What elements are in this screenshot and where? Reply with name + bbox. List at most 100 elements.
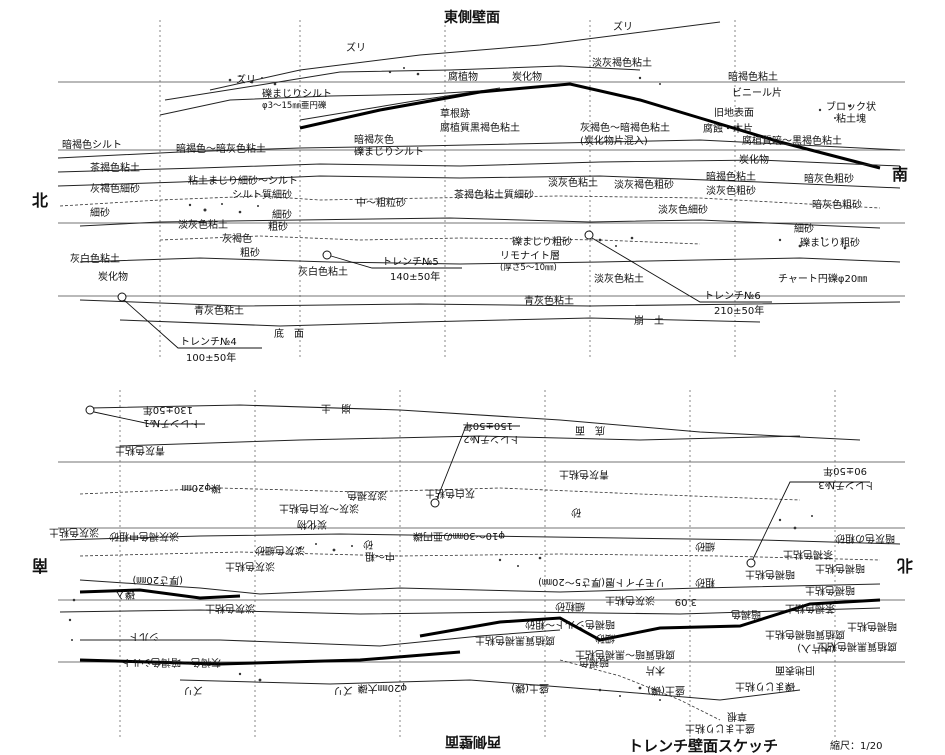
layer-label: 腐植質黒褐色粘土 <box>440 121 520 134</box>
layer-label: 青灰色粘土 <box>559 468 609 481</box>
layer-label: 草根跡 <box>440 107 470 120</box>
trench-marker-5: トレンチ№5 140±50年 <box>322 250 462 283</box>
layer-label: 灰褐色細砂 <box>90 182 140 195</box>
side-label-north-upper: 北 <box>32 191 48 210</box>
lower-boundaries <box>59 404 901 721</box>
wall-title-west: 西側壁面 <box>445 733 501 750</box>
layer-label: ズリ <box>613 20 633 33</box>
trench-date: 90±50年 <box>823 465 867 478</box>
layer-label: 粗砂 <box>268 220 288 233</box>
layer-label: 砂 <box>363 538 373 551</box>
layer-label: シルト質細砂 <box>232 188 292 201</box>
layer-label: 暗褐色粘土 <box>728 70 778 83</box>
layer-label: 礫まじり粗砂 <box>800 236 860 249</box>
layer-label: 淡灰色粘土 <box>548 176 598 189</box>
trench-marker-1 <box>85 405 205 425</box>
layer-label: (炭化物片混入) <box>580 134 648 147</box>
layer-label: 盛土(礫) <box>647 684 685 697</box>
upper-grid <box>58 20 905 360</box>
layer-label: 粘土塊 <box>836 112 866 125</box>
layer-label: 青灰色粘土 <box>115 444 165 457</box>
layer-label: 茶褐色粘土 <box>783 548 833 561</box>
layer-label: 腐植質黒褐色粘土 <box>817 640 897 653</box>
lower-mirrored-annotations: 西側壁面 北 南 崩 土 底 面 青灰色粘土 青灰色粘土 灰白色粘土 礫φ20㎜… <box>32 402 913 750</box>
lower-panel: 西側壁面 北 南 崩 土 底 面 青灰色粘土 青灰色粘土 灰白色粘土 礫φ20㎜… <box>32 390 913 750</box>
layer-label: 3.09 <box>675 596 697 607</box>
layer-label: (厚さ5～10㎜) <box>500 263 557 273</box>
caption-title: トレンチ壁面スケッチ <box>628 737 778 755</box>
layer-label: 旧地表面 <box>775 664 815 677</box>
lower-layer-labels: 崩 土 底 面 青灰色粘土 青灰色粘土 灰白色粘土 礫φ20㎜ 淡灰褐色 淡灰～… <box>49 402 897 735</box>
trench-marker-6: トレンチ№6 210±50年 <box>584 230 772 317</box>
side-label-north-lower: 北 <box>897 556 913 575</box>
layer-label: 粘土まじり細砂～シルト <box>188 174 298 187</box>
trench-marker-2 <box>430 425 520 508</box>
layer-label: 礫φ20㎜ <box>182 482 221 495</box>
layer-label: 暗褐色～暗灰色粘土 <box>176 142 266 155</box>
layer-label: 腐植質黒褐色粘土 <box>475 634 555 647</box>
caption-scale: 縮尺：1/20 <box>830 739 882 752</box>
trench-date: 100±50年 <box>186 351 236 364</box>
layer-label: 淡灰色粘土 <box>205 602 255 615</box>
layer-label: φ10～30㎜の亜円礫 <box>413 530 505 543</box>
layer-label: 淡灰褐色粘土 <box>592 56 652 69</box>
layer-label: 灰白色粘土 <box>425 487 475 500</box>
layer-label: 礫まじりシルト <box>262 87 332 100</box>
layer-label: 暗灰色粗砂 <box>812 198 862 211</box>
layer-label: 淡灰色細砂 <box>658 203 708 216</box>
upper-trench-markers: トレンチ№4 100±50年 トレンチ№5 140±50年 トレンチ№6 210… <box>117 230 772 364</box>
trench-date: 130±50年 <box>143 404 193 417</box>
layer-label: 淡灰～灰白色粘土 <box>279 502 359 515</box>
layer-label: 淡灰色粘土 <box>594 272 644 285</box>
trench-date: 210±50年 <box>714 304 764 317</box>
layer-label: ビニール片 <box>732 86 782 99</box>
layer-label: φ20㎜大礫 <box>358 682 407 695</box>
layer-label: 暗灰色粗砂 <box>804 172 854 185</box>
layer-label: 礫まじり粘土 <box>735 680 795 693</box>
layer-label: φ3～15㎜亜円礫 <box>262 100 327 111</box>
layer-label: 灰褐色 <box>222 232 252 245</box>
layer-label: 盛土(礫) <box>511 682 549 695</box>
layer-label: 淡灰色粘土 <box>178 218 228 231</box>
layer-label: 暗褐色 <box>579 656 609 669</box>
trench-label: トレンチ№3 <box>818 479 875 491</box>
caption: トレンチ壁面スケッチ 縮尺：1/20 <box>628 737 882 755</box>
layer-label: 崩 土 <box>634 314 664 327</box>
trench-label: トレンチ№1 <box>143 417 200 429</box>
side-label-south-upper: 南 <box>892 165 908 184</box>
layer-label: (厚さ20㎜) <box>132 574 183 586</box>
layer-label: ズリ <box>333 684 353 697</box>
layer-label: 細砂 <box>595 632 615 645</box>
layer-label: 淡灰褐色中粗砂 <box>109 530 179 543</box>
layer-label: 淡灰褐色 <box>347 489 387 502</box>
layer-label: 礫まじり粗砂 <box>512 235 572 248</box>
layer-label: 礫まじりシルト <box>354 145 424 158</box>
layer-label: 淡灰色細砂 <box>255 544 305 557</box>
layer-label: 砂 <box>571 506 581 519</box>
trench-marker-4: トレンチ№4 100±50年 <box>117 292 262 364</box>
layer-label: 腐植質暗～黒褐色粘土 <box>575 648 675 661</box>
layer-label: (木片入) <box>797 642 835 655</box>
layer-label: 崩 土 <box>321 402 351 415</box>
layer-label: 礫入 <box>115 588 135 601</box>
layer-label: 暗褐色粘土 <box>815 562 865 575</box>
layer-label: 淡灰色粘土 <box>49 526 99 539</box>
layer-label: 灰白色粘土 <box>70 252 120 265</box>
layer-label: 底 面 <box>575 424 605 437</box>
lower-trench-markers <box>85 405 870 568</box>
layer-label: 中～粗 <box>365 550 395 563</box>
layer-label: 暗灰色の粗砂 <box>835 532 895 545</box>
upper-panel: 東側壁面 北 南 ズリ ズリ ズリ 礫まじりシルト φ3～15㎜亜円礫 腐植物 … <box>32 9 908 364</box>
layer-label: 細砂 <box>695 540 715 553</box>
layer-label: ズリ <box>346 41 366 54</box>
layer-label: 淡灰色粘土 <box>225 560 275 573</box>
layer-label: 灰白色粘土 <box>298 265 348 278</box>
layer-label: 暗褐灰色 <box>354 133 394 146</box>
upper-gravel-hatching <box>188 67 852 250</box>
layer-label: 暗褐色粘土 <box>745 568 795 581</box>
trench-marker-3 <box>746 481 870 568</box>
trench-label: トレンチ№4 <box>180 336 237 348</box>
layer-label: 青灰色粘土 <box>194 304 244 317</box>
layer-label: 暗褐色粘土 <box>805 584 855 597</box>
